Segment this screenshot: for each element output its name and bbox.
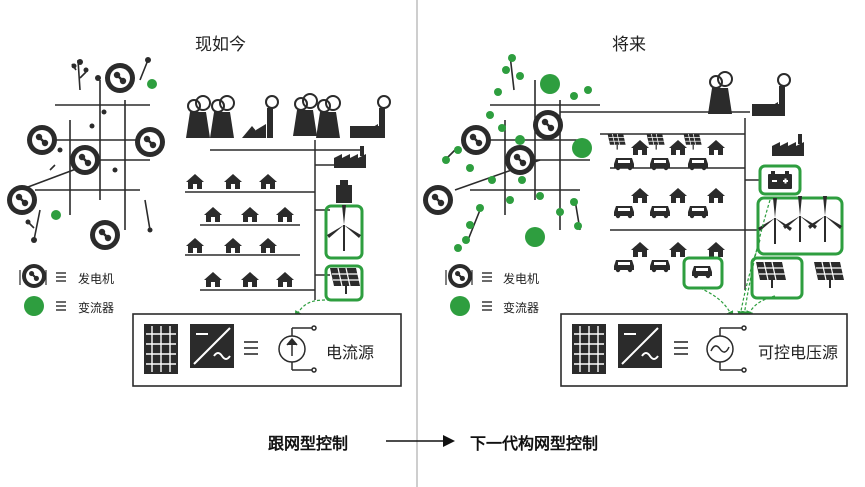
right-legend-generator-label: 发电机 [503, 272, 540, 286]
left-wind-turbine-icon [326, 204, 362, 252]
right-solar-highlight [750, 256, 804, 300]
left-legend-generator-label: 发电机 [78, 272, 115, 286]
right-voltage-source-box [560, 313, 848, 387]
left-houses [186, 174, 294, 287]
right-car-highlight [682, 256, 724, 290]
right-solar-farm-icon [755, 261, 845, 289]
right-inverter-icon [618, 324, 662, 368]
right-legend-converter-icon [450, 296, 470, 316]
right-panel-title: 将来 [612, 35, 646, 55]
left-green-arrow [294, 299, 331, 319]
left-legend-equiv-icon [56, 272, 66, 311]
battery-icon [767, 170, 793, 190]
left-panel-title: 现如今 [195, 35, 246, 55]
grid-forming-label: 下一代构网型控制 [470, 434, 599, 453]
voltage-source-label: 可控电压源 [758, 343, 839, 362]
left-converters [51, 79, 157, 220]
left-box-equiv-icon [244, 341, 258, 355]
right-grid-panel-icon [572, 324, 606, 374]
left-grid-panel-icon [144, 324, 178, 374]
right-solar-row-1 [607, 133, 703, 151]
left-small-nodes [25, 57, 153, 243]
right-grid-network [444, 54, 750, 241]
right-legend-equiv-icon [482, 272, 492, 311]
left-distribution-lines [185, 140, 360, 300]
left-legend-converter-label: 变流器 [78, 301, 115, 315]
left-solar-panel-icon [329, 267, 361, 295]
left-inverter-icon [190, 324, 234, 368]
left-generators [5, 61, 167, 252]
voltage-source-symbol-icon [706, 325, 747, 373]
left-power-plants [185, 93, 391, 139]
right-wind-turbines-icon [757, 195, 843, 245]
left-solar-highlight [324, 264, 364, 302]
right-battery-highlight [758, 164, 802, 196]
right-legend-converter-label: 变流器 [503, 301, 540, 315]
right-factory-icon [772, 134, 804, 156]
left-battery-plant [336, 180, 352, 203]
left-legend-converter-icon [24, 296, 44, 316]
grid-following-label: 跟网型控制 [268, 434, 349, 453]
right-legend-generator-icon [445, 262, 474, 290]
left-legend-generator-icon [19, 262, 48, 290]
current-source-symbol-icon [278, 325, 317, 373]
right-box-equiv-icon [674, 341, 688, 355]
current-source-label: 电流源 [326, 343, 375, 362]
right-house-car-rows [614, 140, 725, 273]
right-highlighted-car-icon [692, 266, 712, 279]
right-power-plants [707, 71, 791, 117]
